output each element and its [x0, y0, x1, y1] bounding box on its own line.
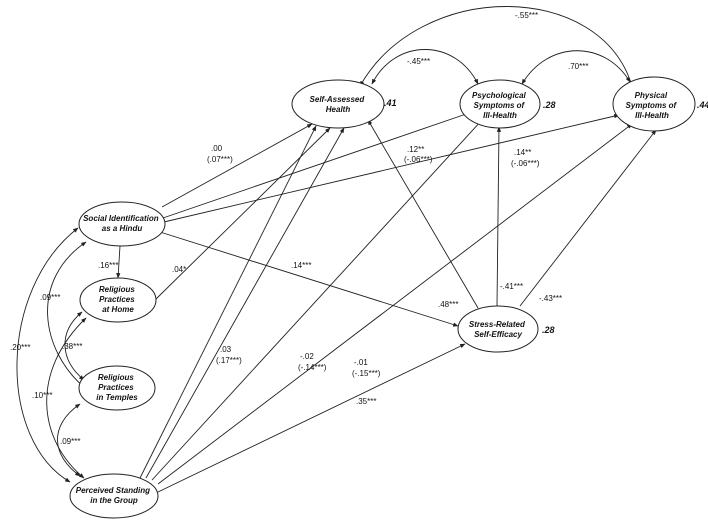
- coefficients: -.55*** -.45*** .70*** .00 (.07***) .12*…: [10, 11, 588, 446]
- coef-sah-phys: -.55***: [515, 11, 538, 20]
- node-social-identification: Social Identification as a Hindu: [78, 201, 166, 247]
- path-si-stress: [159, 231, 459, 327]
- node-stress-self-efficacy: Stress-Related Self-Efficacy .28: [457, 305, 555, 353]
- svg-text:Perceived Standing in th: Perceived Standing in the Group: [76, 486, 152, 505]
- node-physical-symptoms: Physical Symptoms of Ill-Health .44: [612, 76, 708, 132]
- coef-si-stress: .14***: [291, 261, 311, 270]
- r2-physical-symptoms: .44: [697, 100, 708, 110]
- coef-si-sah: .00 (.07***): [207, 144, 233, 164]
- coef-si-temples: .09***: [40, 293, 60, 302]
- coef-si-standing: .20***: [10, 343, 30, 352]
- path-standing-sah2: [145, 127, 345, 479]
- r2-self-assessed-health: .41: [384, 98, 397, 108]
- coef-standing-sah: .03 (.17***): [216, 345, 242, 365]
- coef-psych-phys: .70***: [568, 62, 588, 71]
- node-religious-home: Religious Practices at Home: [79, 277, 157, 323]
- path-si-standing: [16, 227, 79, 483]
- coef-home-sah: .04*: [172, 265, 186, 274]
- svg-text:Social Identification as: Social Identification as a Hindu: [83, 214, 161, 233]
- path-si-phys: [163, 114, 620, 223]
- path-home-temples: [64, 311, 85, 381]
- node-self-assessed-health: Self-Assessed Health .41: [291, 79, 397, 129]
- coef-stress-psych: -.41***: [500, 282, 523, 291]
- path-si-home: [116, 245, 121, 279]
- coef-standing-phys: -.01 (-.15***): [352, 358, 381, 378]
- coef-stress-phys: -.43***: [539, 294, 562, 303]
- path-home-sah: [154, 127, 331, 301]
- coef-si-phys: .14** (-.06***): [511, 148, 540, 168]
- path-stress-sah: [367, 119, 479, 309]
- coef-standing-psych: -.02 (-.14***): [298, 352, 327, 372]
- svg-text:Religious Practices: Religious Practices in Temples: [96, 373, 138, 402]
- path-stress-psych: [496, 126, 502, 307]
- svg-text:Physical Symptoms of: Physical Symptoms of Ill-Health: [626, 91, 679, 120]
- path-home-standing: [46, 317, 87, 479]
- node-religious-temples: Religious Practices in Temples: [78, 365, 156, 411]
- r2-stress-self-efficacy: .28: [542, 325, 555, 335]
- node-psychological-symptoms: Psychological Symptoms of Ill-Health .28: [459, 79, 556, 129]
- path-stress-phys: [519, 129, 657, 307]
- path-temples-standing: [57, 403, 81, 477]
- coef-si-home: .16***: [98, 261, 118, 270]
- coef-sah-psych: -.45***: [407, 57, 430, 66]
- coef-home-standing: .10***: [32, 391, 52, 400]
- coef-standing-stress: .35***: [356, 397, 376, 406]
- svg-text:Psychological Symptoms o: Psychological Symptoms of Ill-Health: [472, 91, 528, 120]
- coef-stress-sah: .48***: [438, 300, 458, 309]
- paths: [16, 6, 657, 493]
- path-standing-phys: [157, 123, 633, 485]
- svg-text:Stress-Related Self-Effi: Stress-Related Self-Efficacy: [469, 320, 527, 339]
- path-si-psych: [162, 111, 473, 219]
- path-si-sah: [161, 123, 313, 208]
- node-perceived-standing: Perceived Standing in the Group: [69, 473, 159, 519]
- path-psych-phys: [521, 50, 631, 85]
- path-standing-psych: [151, 119, 483, 481]
- svg-text:Self-Assessed Health: Self-Assessed Health: [310, 95, 367, 114]
- coef-si-psych: .12** (-.06***): [404, 145, 433, 164]
- path-sah-phys: [359, 6, 633, 87]
- coef-temples-standing: .09***: [60, 437, 80, 446]
- path-standing-sah: [139, 125, 317, 479]
- r2-psychological-symptoms: .28: [543, 100, 556, 110]
- coef-home-temples: .38***: [62, 342, 82, 351]
- svg-text:Religious Practices: Religious Practices at Home: [99, 285, 137, 314]
- path-standing-stress: [157, 343, 466, 493]
- path-sah-psych: [371, 49, 479, 85]
